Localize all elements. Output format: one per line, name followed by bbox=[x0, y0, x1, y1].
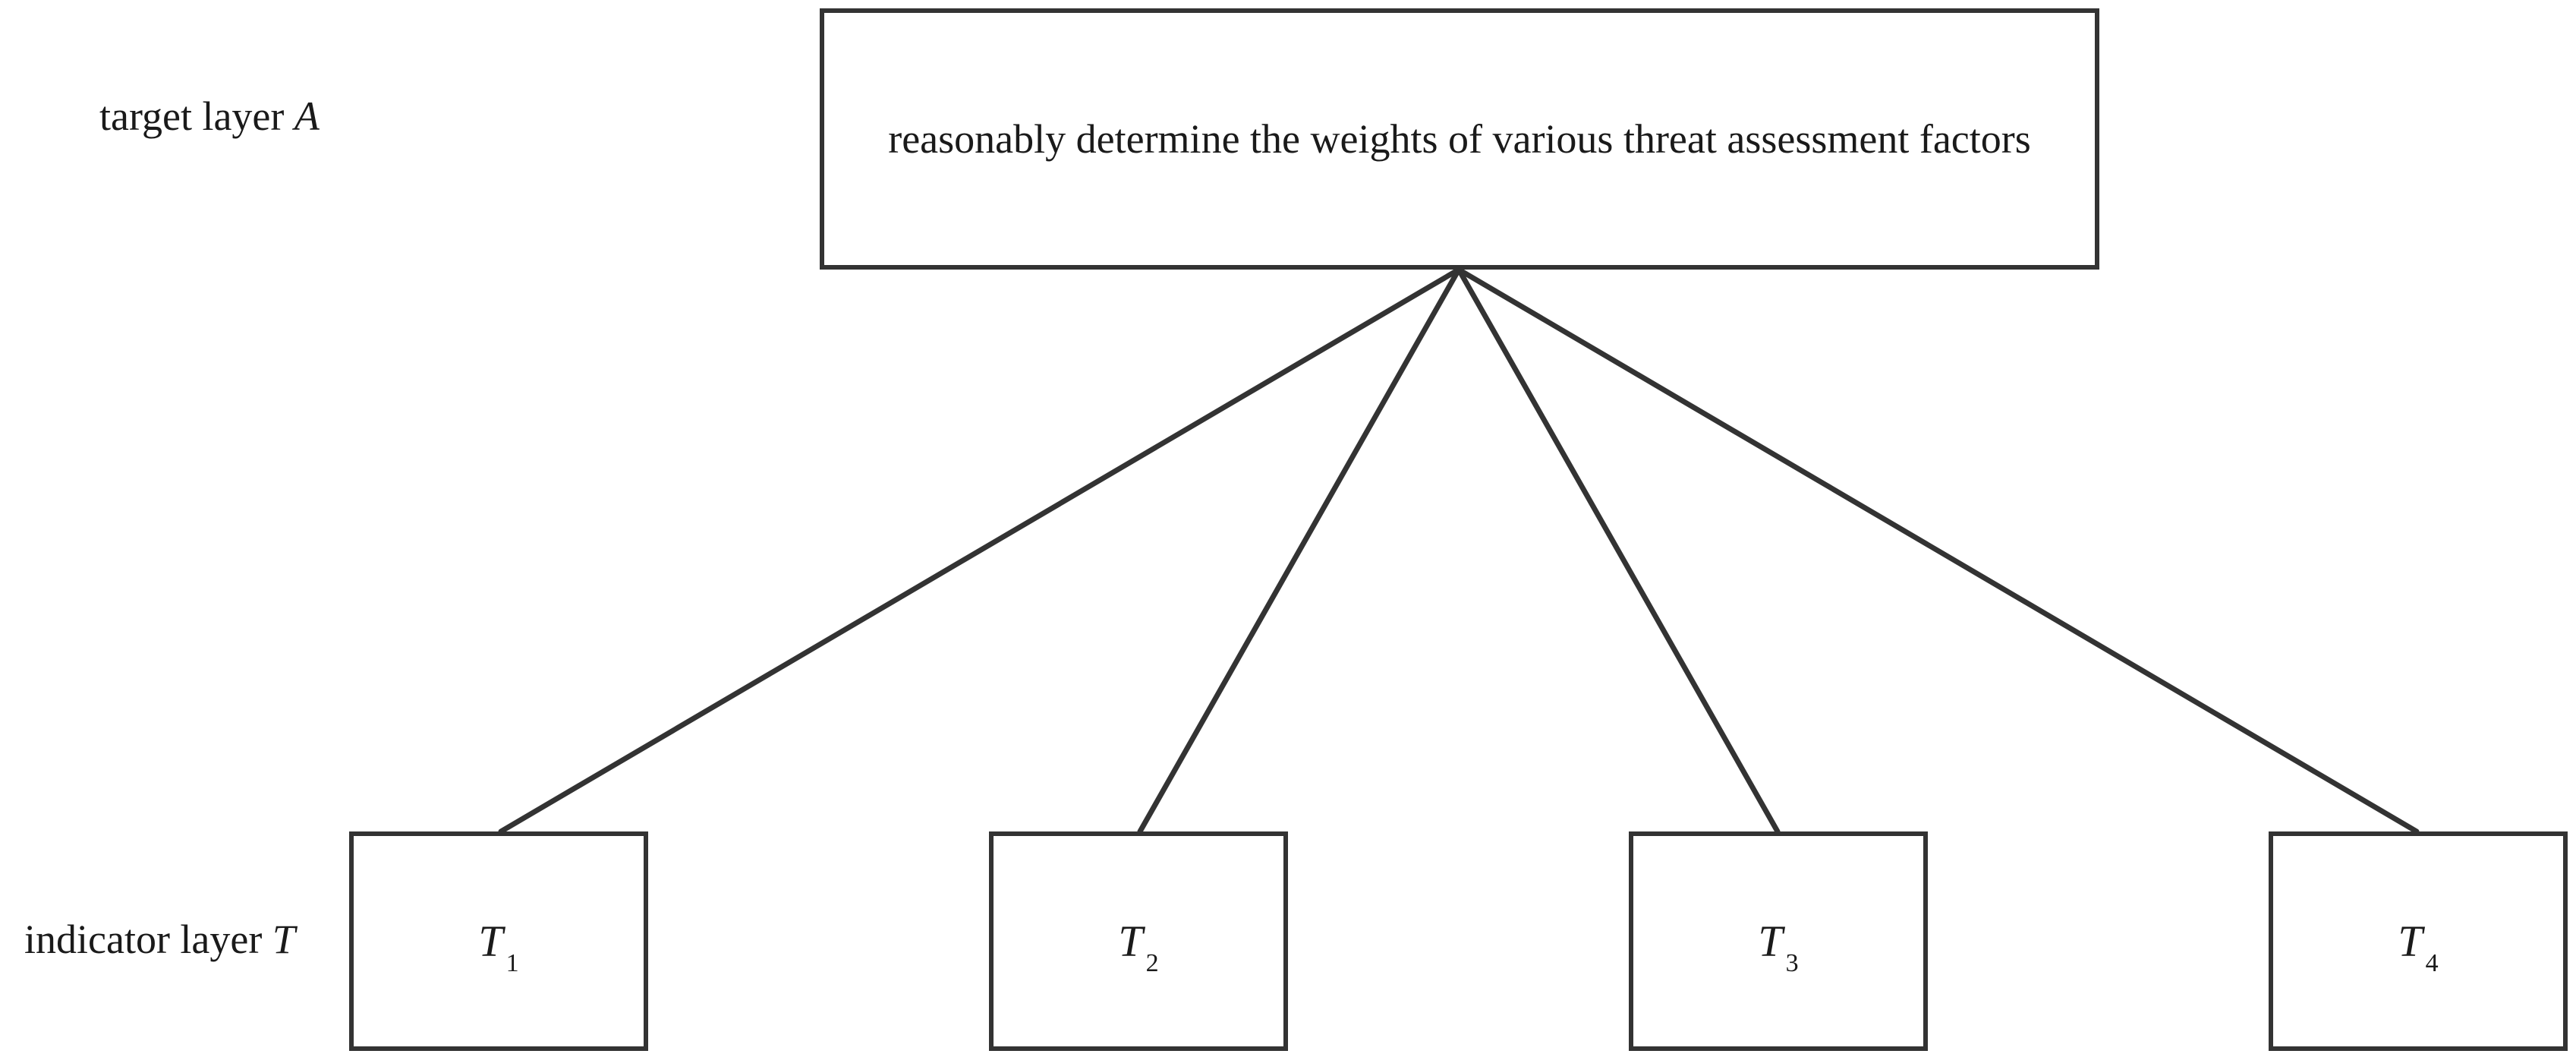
indicator-subscript: 1 bbox=[505, 948, 519, 977]
connector-line-t1 bbox=[498, 267, 1462, 835]
indicator-letter: T bbox=[1118, 916, 1143, 966]
indicator-letter: T bbox=[478, 916, 503, 966]
connector-line-t3 bbox=[1456, 267, 1781, 835]
target-layer-symbol: A bbox=[294, 93, 320, 139]
indicator-subscript: 4 bbox=[2425, 948, 2439, 977]
indicator-letter: T bbox=[1758, 916, 1783, 966]
goal-text: reasonably determine the weights of vari… bbox=[888, 116, 2031, 162]
indicator-letter: T bbox=[2398, 916, 2423, 966]
target-layer-text: target layer bbox=[99, 93, 294, 139]
indicator-subscript: 2 bbox=[1145, 948, 1159, 977]
indicator-layer-label: indicator layer T bbox=[24, 916, 295, 963]
indicator-layer-symbol: T bbox=[272, 917, 295, 962]
connector-line-t2 bbox=[1137, 267, 1462, 835]
indicator-subscript: 3 bbox=[1785, 948, 1799, 977]
indicator-layer-text: indicator layer bbox=[24, 917, 272, 962]
target-layer-label: target layer A bbox=[99, 93, 320, 140]
goal-box: reasonably determine the weights of vari… bbox=[820, 8, 2099, 270]
connector-line-t4 bbox=[1456, 267, 2420, 835]
